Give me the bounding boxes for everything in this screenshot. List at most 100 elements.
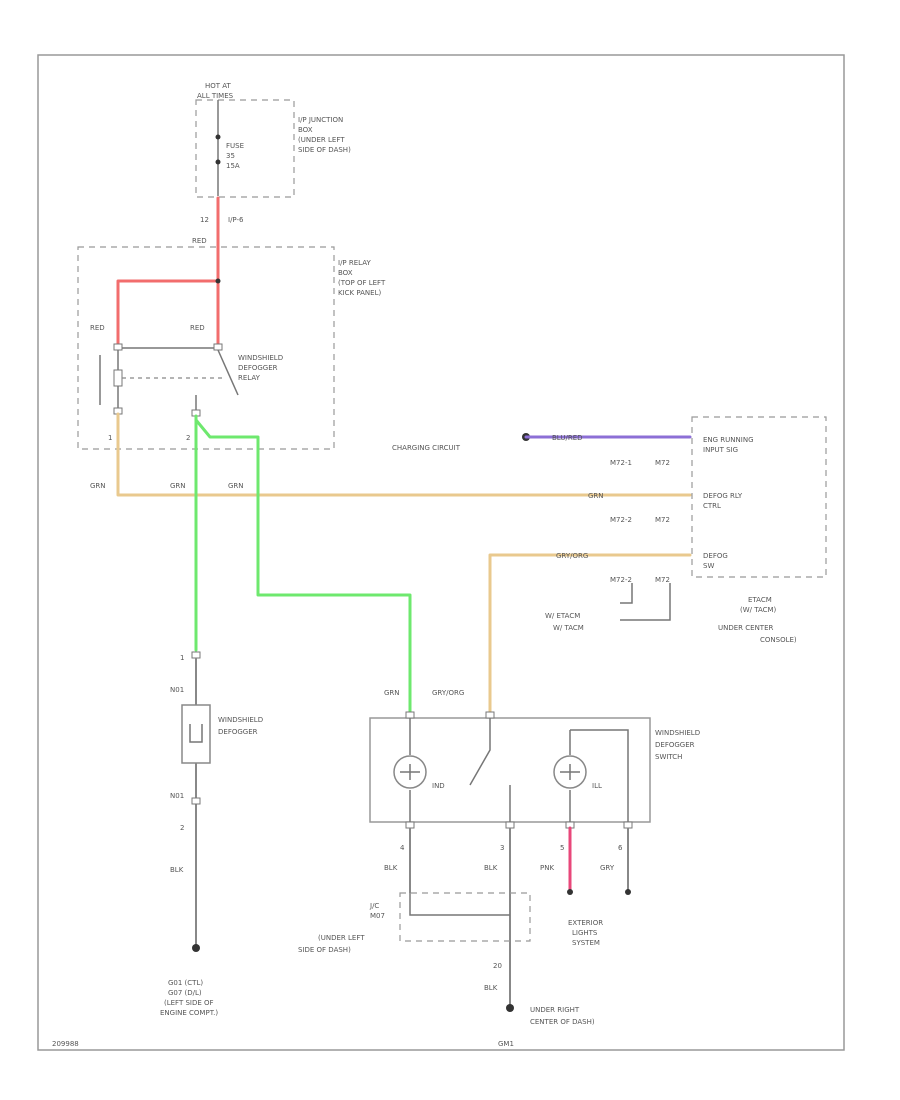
all-times-label: ALL TIMES [197,92,234,100]
wire-color-gry: GRY [600,864,615,872]
etacm-box [691,416,827,578]
diagram-frame [37,54,845,1051]
exterior-lights-label-1: EXTERIOR [568,919,603,927]
wire-color-blk-c: BLK [484,984,498,992]
connector-ip6: I/P-6 [228,216,244,224]
ground-left-label-4: ENGINE COMPT.) [160,1009,218,1017]
wire-color-grn-right: GRN [588,492,604,500]
relay-pin-1-label: 1 [108,434,112,442]
switch-name-1: WINDSHIELD [655,729,700,737]
wire-color-blk-left: BLK [170,866,184,874]
relay-box-label-1: I/P RELAY [338,259,371,267]
w-etacm-label: W/ ETACM [545,612,580,620]
orange-wire-defog-sw [488,553,692,714]
fuse-amperage: 15A [226,162,240,170]
wire-color-blk-a: BLK [384,864,398,872]
relay-name-3: RELAY [238,374,261,382]
relay-pin-mid-top [213,343,223,351]
switch-pin-5-label: 5 [560,844,564,852]
defogger-connector-bottom [191,797,201,805]
defogger-name-1: WINDSHIELD [218,716,263,724]
ip-junction-label-3: (UNDER LEFT [298,136,345,144]
ground-left [192,944,200,952]
wire-color-grn-3: GRN [228,482,244,490]
etacm-label-defog-sw-1: DEFOG [703,552,728,560]
ip-relay-box [77,246,335,450]
charging-circuit-label: CHARGING CIRCUIT [392,444,461,452]
etacm-label-defog-rly-1: DEFOG RLY [703,492,743,500]
switch-pin-6 [623,821,633,829]
wire-color-red-mid: RED [190,324,205,332]
relay-coil [113,369,123,387]
relay-pin-2-label: 2 [186,434,190,442]
etacm-label-defog-rly-2: CTRL [703,502,721,510]
wire-color-grn-switch: GRN [384,689,400,697]
wire-color-blu-red: BLU/RED [552,434,583,442]
fuse-terminal-top [215,134,221,140]
green-wire-switch [194,418,412,714]
ip-junction-label-2: BOX [298,126,313,134]
illumination-label: ILL [592,782,602,790]
fuse-label: FUSE [226,142,244,150]
exterior-lights-label-2: LIGHTS [572,929,598,937]
wire-color-pnk: PNK [540,864,554,872]
exterior-lights-label-3: SYSTEM [572,939,600,947]
switch-pin-6-label: 6 [618,844,623,852]
gry-wire-end [625,889,631,895]
ground-right-label-2: CENTER OF DASH) [530,1018,595,1026]
indicator-lamp-symbol [400,764,420,780]
ip-junction-label-4: SIDE OF DASH) [298,146,351,154]
etacm-name-3: UNDER CENTER [718,624,774,632]
switch-pin-grn [405,711,415,719]
relay-box-label-2: BOX [338,269,353,277]
indicator-label: IND [432,782,445,790]
connector-12: 12 [200,216,209,224]
defogger-element [181,704,211,764]
etacm-name-1: ETACM [748,596,772,604]
fuse-number: 35 [226,152,235,160]
defogger-grid-symbol [189,724,203,743]
defogger-pin-1: 1 [180,654,184,662]
w-tacm-label: W/ TACM [553,624,584,632]
switch-pin-gry [485,711,495,719]
etacm-name-2: (W/ TACM) [740,606,777,614]
defogger-conn-n01-b: N01 [170,792,184,800]
jc-internal-wiring [409,893,510,916]
ip-junction-box [195,99,295,198]
defogger-pin-2: 2 [180,824,184,832]
etacm-pin-m72-3: M72-2 [610,576,632,584]
red-wire-branch [116,279,220,348]
footer-code-mid: GM1 [498,1040,514,1048]
relay-name-2: DEFOGGER [238,364,278,372]
ground-left-label-1: G01 (CTL) [168,979,203,987]
ground-right-label-1: UNDER RIGHT [530,1006,580,1014]
etacm-pin-m72-b: M72 [655,516,670,524]
ip-junction-label-1: I/P JUNCTION [298,116,343,124]
defogger-connector-top [191,651,201,659]
wire-color-red-left: RED [90,324,105,332]
jc-label-3: (UNDER LEFT [318,934,365,942]
etacm-name-4: CONSOLE) [760,636,797,644]
relay-name-1: WINDSHIELD [238,354,283,362]
wire-color-red-top: RED [192,237,207,245]
jc-label-1: J/C [369,902,379,910]
wire-color-grn-1: GRN [90,482,106,490]
jc-label-2: M07 [370,912,385,920]
ground-right [506,1004,514,1012]
etacm-pin-m72-c: M72 [655,576,670,584]
switch-pin-4-label: 4 [400,844,405,852]
fuse-terminal-bottom [215,159,221,165]
etacm-option-leads [620,583,671,621]
splice-red [215,278,221,284]
relay-pin-left-top [113,343,123,351]
orange-wire-defog-ctrl [116,412,692,497]
illumination-lamp-symbol [560,764,580,780]
jc-box [399,892,531,942]
etacm-label-eng-1: ENG RUNNING [703,436,754,444]
ground-20-label: 20 [493,962,502,970]
pink-wire-end [567,889,573,895]
defogger-conn-n01: N01 [170,686,184,694]
wire-color-grn-2: GRN [170,482,186,490]
ground-left-label-3: (LEFT SIDE OF [164,999,214,1007]
